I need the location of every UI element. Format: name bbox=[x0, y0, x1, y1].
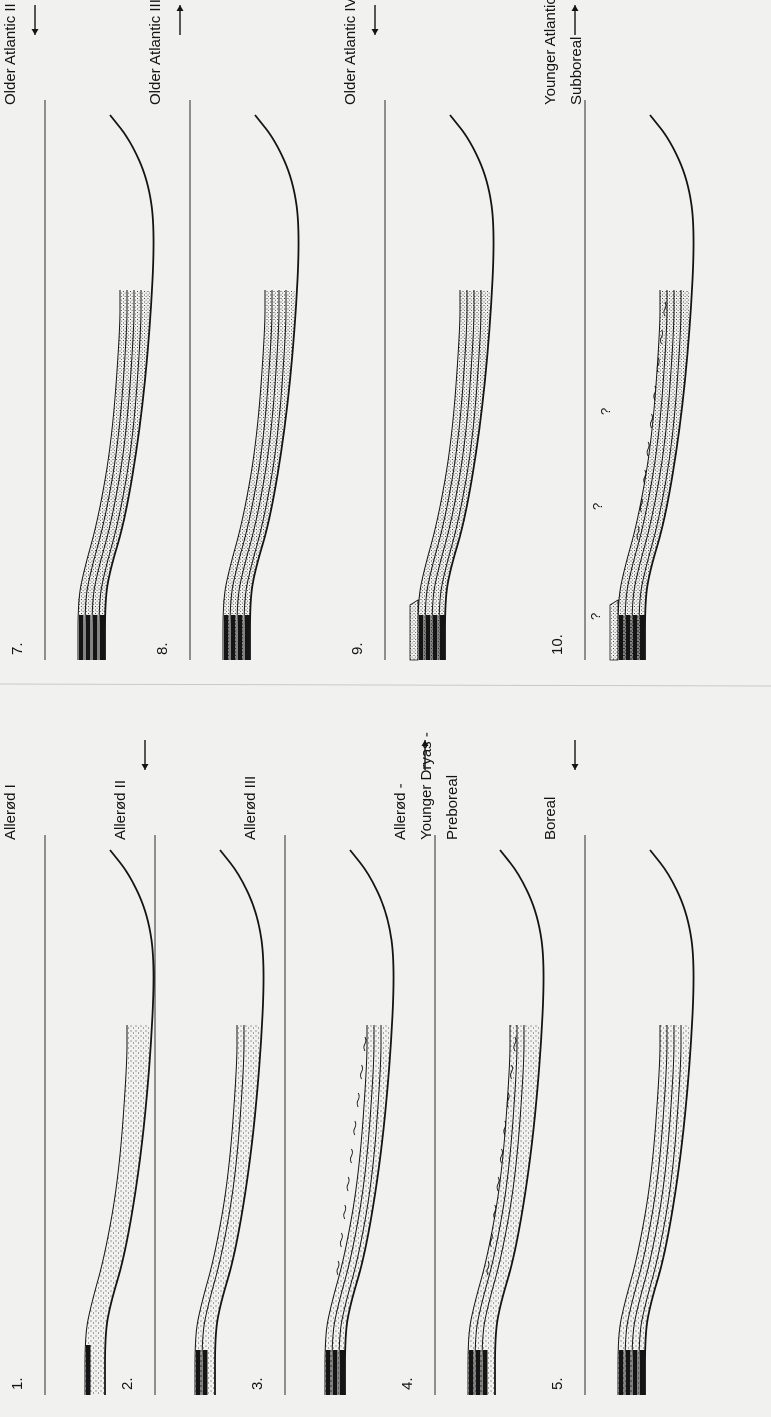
arrow-head bbox=[372, 29, 379, 35]
peat-block bbox=[231, 615, 236, 660]
peat-block bbox=[619, 1350, 624, 1395]
panel-number: 8. bbox=[154, 642, 171, 655]
period-label: Allerød III bbox=[242, 776, 259, 840]
peat-block bbox=[440, 615, 445, 660]
period-label: Younger Dryas - bbox=[418, 732, 435, 840]
panel-7: 7. Older Atlantic II bbox=[2, 3, 154, 660]
peat-block bbox=[626, 1350, 631, 1395]
panels-layer: 1. Allerød I 2. Allerød II 3. Allerød III 4. Al… bbox=[2, 0, 694, 1395]
period-label: Older Atlantic II bbox=[2, 3, 19, 105]
period-label: Subboreal bbox=[568, 37, 585, 105]
peat-block bbox=[86, 615, 91, 660]
peat-block bbox=[203, 1350, 208, 1395]
peat-block bbox=[619, 615, 624, 660]
panel-3: 3. Allerød III bbox=[242, 776, 394, 1395]
panel-5: 5. Boreal bbox=[542, 740, 694, 1395]
aeolian-sand bbox=[410, 600, 418, 660]
sheet-fold bbox=[0, 684, 771, 686]
peat-block bbox=[93, 615, 98, 660]
peat-block bbox=[419, 615, 424, 660]
peat-block bbox=[340, 1350, 345, 1395]
peat-block bbox=[100, 615, 105, 660]
peat-block bbox=[79, 615, 84, 660]
question-mark: ? bbox=[598, 408, 613, 415]
period-label: Allerød II bbox=[112, 780, 129, 840]
sand-deposit bbox=[85, 1025, 150, 1395]
period-label: Older Atlantic IV bbox=[342, 0, 359, 105]
peat-block bbox=[633, 615, 638, 660]
period-label: Allerød - bbox=[392, 783, 409, 840]
wavy-clay-symbol bbox=[344, 1205, 346, 1219]
panel-1: 1. Allerød I bbox=[2, 784, 154, 1395]
peat-block bbox=[426, 615, 431, 660]
panel-number: 9. bbox=[349, 642, 366, 655]
wavy-clay-symbol bbox=[361, 1065, 363, 1079]
period-label: Boreal bbox=[542, 797, 559, 840]
peat-block bbox=[640, 615, 645, 660]
peat-block bbox=[326, 1350, 331, 1395]
peat-block bbox=[333, 1350, 338, 1395]
peat-block bbox=[245, 615, 250, 660]
wavy-clay-symbol bbox=[337, 1261, 339, 1275]
period-label: Allerød I bbox=[2, 784, 19, 840]
period-label: Older Atlantic III bbox=[147, 0, 164, 105]
arrow-head bbox=[572, 764, 579, 770]
panel-number: 4. bbox=[399, 1377, 416, 1390]
panel-10: 10. Younger Atlantic — Subboreal bbox=[542, 0, 694, 660]
wavy-clay-symbol bbox=[347, 1177, 349, 1191]
panel-9: 9. Older Atlantic IV bbox=[342, 0, 494, 660]
panel-number: 10. bbox=[549, 634, 566, 655]
wavy-clay-symbol bbox=[350, 1149, 352, 1163]
wavy-clay-symbol bbox=[354, 1121, 356, 1135]
peat-block bbox=[86, 1345, 91, 1395]
peat-block bbox=[483, 1350, 488, 1395]
peat-block bbox=[626, 615, 631, 660]
arrow-head bbox=[572, 5, 579, 11]
peat-block bbox=[476, 1350, 481, 1395]
peat-block bbox=[433, 615, 438, 660]
arrow-head bbox=[32, 29, 39, 35]
panel-number: 7. bbox=[9, 642, 26, 655]
aeolian-sand bbox=[610, 600, 618, 660]
panel-8: 8. Older Atlantic III bbox=[147, 0, 299, 660]
sand-deposit bbox=[468, 1025, 540, 1395]
panel-number: 3. bbox=[249, 1377, 266, 1390]
period-label: Preboreal bbox=[444, 775, 461, 840]
wavy-clay-symbol bbox=[340, 1233, 342, 1247]
panel-number: 2. bbox=[119, 1377, 136, 1390]
panel-number: 5. bbox=[549, 1377, 566, 1390]
sand-deposit bbox=[325, 1025, 390, 1395]
question-mark: ? bbox=[588, 613, 603, 620]
peat-block bbox=[469, 1350, 474, 1395]
peat-block bbox=[633, 1350, 638, 1395]
arrow-head bbox=[142, 764, 149, 770]
peat-block bbox=[196, 1350, 201, 1395]
question-mark: ? bbox=[590, 503, 605, 510]
peat-block bbox=[640, 1350, 645, 1395]
period-label: Younger Atlantic — bbox=[542, 0, 559, 105]
panel-number: 1. bbox=[9, 1377, 26, 1390]
sand-deposit bbox=[195, 1025, 260, 1395]
panel-4: 4. Allerød - Younger Dryas - Preboreal bbox=[392, 732, 544, 1395]
peat-block bbox=[238, 615, 243, 660]
arrow-head bbox=[177, 5, 184, 11]
peat-block bbox=[224, 615, 229, 660]
wavy-clay-symbol bbox=[364, 1037, 366, 1051]
wavy-clay-symbol bbox=[357, 1093, 359, 1107]
